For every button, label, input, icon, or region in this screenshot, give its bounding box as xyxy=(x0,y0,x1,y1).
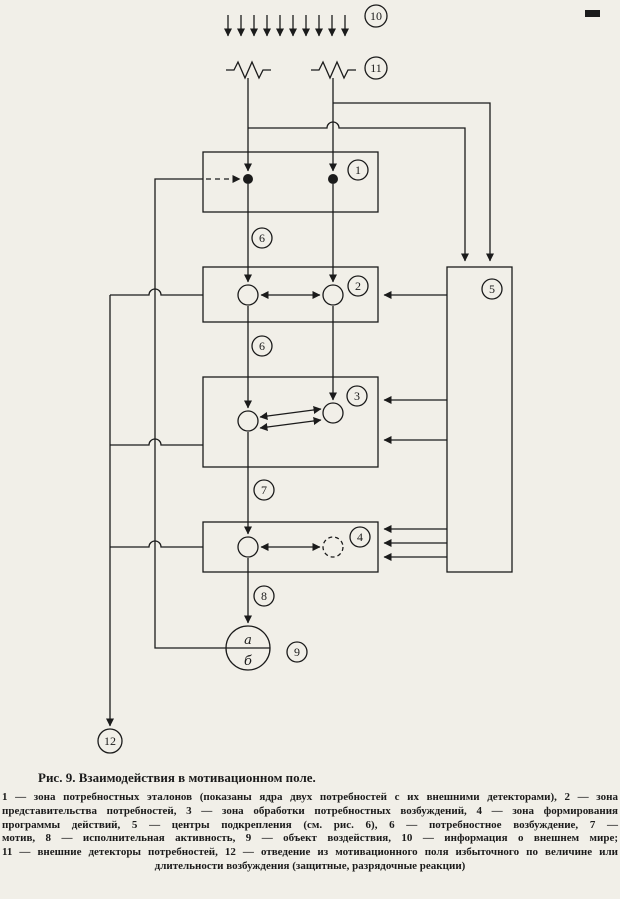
target-object-symbol: а б xyxy=(225,625,271,671)
zone2-box: 2 xyxy=(202,266,379,323)
zone1-box: 1 xyxy=(202,151,379,213)
external-detector-right-icon xyxy=(311,60,356,80)
label-circle-target-object: 9 xyxy=(286,641,308,663)
reinforcement-arrows xyxy=(383,291,447,561)
caption-line: 1 — зона потребностных эталонов (показан… xyxy=(2,791,618,803)
svg-text:1: 1 xyxy=(355,163,361,177)
excitation-node xyxy=(237,410,259,432)
svg-text:3: 3 xyxy=(354,389,360,403)
svg-text:7: 7 xyxy=(261,483,267,497)
label-circle-motive: 7 xyxy=(253,479,275,501)
latent-excitation-node xyxy=(322,536,344,558)
svg-text:8: 8 xyxy=(261,589,267,603)
zone4-box: 4 xyxy=(202,521,379,573)
object-feedback-path xyxy=(154,178,226,649)
excitation-node xyxy=(322,284,344,306)
label-circle-external-detectors: 11 xyxy=(364,56,388,80)
label-circle-zone2: 2 xyxy=(347,275,369,297)
caption-title: Рис. 9. Взаимодействия в мотивационном п… xyxy=(38,770,316,785)
svg-text:6: 6 xyxy=(259,339,265,353)
svg-text:б: б xyxy=(244,654,252,669)
label-circle-need-excitation-a: 6 xyxy=(251,227,273,249)
excitation-node xyxy=(237,536,259,558)
need-nucleus-left xyxy=(243,174,253,184)
excitation-node xyxy=(322,402,344,424)
label-circle-zone1: 1 xyxy=(347,159,369,181)
zone3-box: 3 xyxy=(202,376,379,468)
scan-artifact xyxy=(585,10,600,17)
detector-to-centers-branches xyxy=(248,102,494,262)
interaction-arrow xyxy=(259,406,322,420)
caption-line: мотив, 8 — исполнительная активность, 9 … xyxy=(2,832,618,845)
svg-text:а: а xyxy=(244,633,252,648)
figure-caption: Рис. 9. Взаимодействия в мотивационном п… xyxy=(0,762,620,874)
need-nucleus-right xyxy=(328,174,338,184)
svg-text:12: 12 xyxy=(104,734,116,748)
label-circle-need-excitation-b: 6 xyxy=(251,335,273,357)
label-circle-zone4: 4 xyxy=(349,526,371,548)
caption-line: программы действий, 5 — центры подкрепле… xyxy=(2,818,618,831)
svg-text:2: 2 xyxy=(355,279,361,293)
label-circle-zone3: 3 xyxy=(346,385,368,407)
external-detector-left-icon xyxy=(226,60,271,80)
svg-text:5: 5 xyxy=(489,282,495,296)
reinforcement-centers-box: 5 xyxy=(446,266,513,573)
svg-text:11: 11 xyxy=(370,61,382,75)
caption-line: длительности возбуждения (защитные, разр… xyxy=(154,859,466,872)
excitation-node xyxy=(237,284,259,306)
svg-text:10: 10 xyxy=(370,9,382,23)
caption-line: представительства потребностей, 3 — зона… xyxy=(2,804,618,817)
caption-line: 11 — внешние детекторы потребностей, 12 … xyxy=(2,846,618,858)
label-circle-reinforcement-centers: 5 xyxy=(481,278,503,300)
label-circle-executive-activity: 8 xyxy=(253,585,275,607)
svg-text:9: 9 xyxy=(294,645,300,659)
external-info-arrows xyxy=(224,15,349,37)
motivational-field-diagram: 10 11 1 xyxy=(97,4,600,754)
svg-text:4: 4 xyxy=(357,530,363,544)
discharge-outflow-lines xyxy=(106,288,203,727)
interaction-arrow xyxy=(259,417,322,431)
excitation-chain-lines xyxy=(244,184,337,624)
label-circle-external-info: 10 xyxy=(364,4,388,28)
label-circle-discharge-outflow: 12 xyxy=(97,728,123,754)
detector-to-zone1-lines xyxy=(244,78,337,172)
svg-text:6: 6 xyxy=(259,231,265,245)
